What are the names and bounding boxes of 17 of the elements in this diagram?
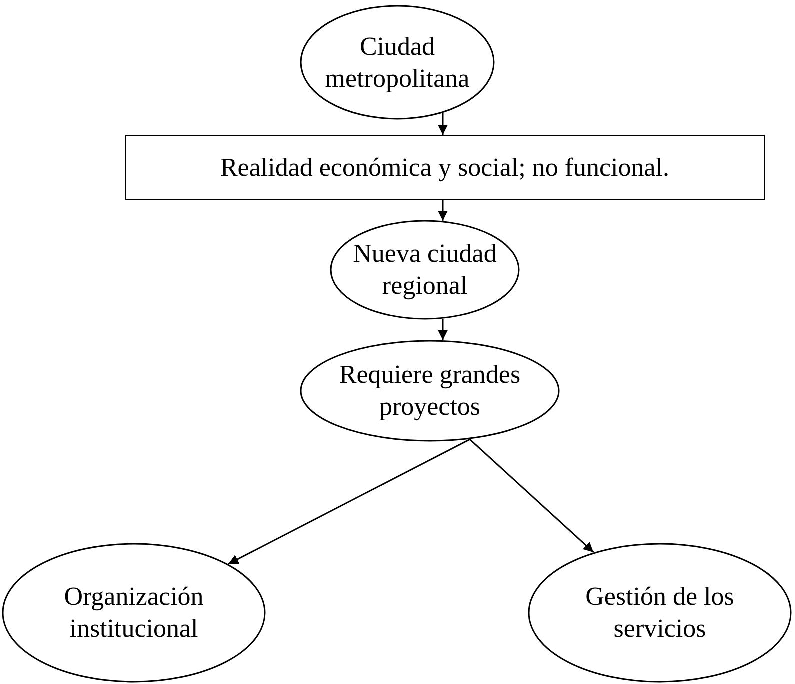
node-label: Gestión de los servicios (584, 581, 736, 645)
process-ellipse (2, 543, 266, 683)
node-label: Nueva ciudad regional (352, 238, 498, 302)
node-label: Requiere grandes proyectos (338, 359, 522, 423)
arrow (470, 438, 594, 554)
arrow (438, 200, 448, 221)
node-label: Realidad económica y social; no funcional. (220, 152, 670, 184)
process-box (125, 135, 765, 200)
arrow (228, 438, 470, 565)
arrow (438, 319, 448, 340)
process-ellipse (330, 220, 520, 320)
node-label: Organización institucional (63, 581, 205, 645)
process-ellipse (300, 340, 560, 442)
arrow (438, 113, 448, 135)
process-ellipse (528, 543, 792, 683)
process-ellipse (300, 5, 495, 120)
node-label: Ciudad metropolitana (324, 30, 471, 94)
